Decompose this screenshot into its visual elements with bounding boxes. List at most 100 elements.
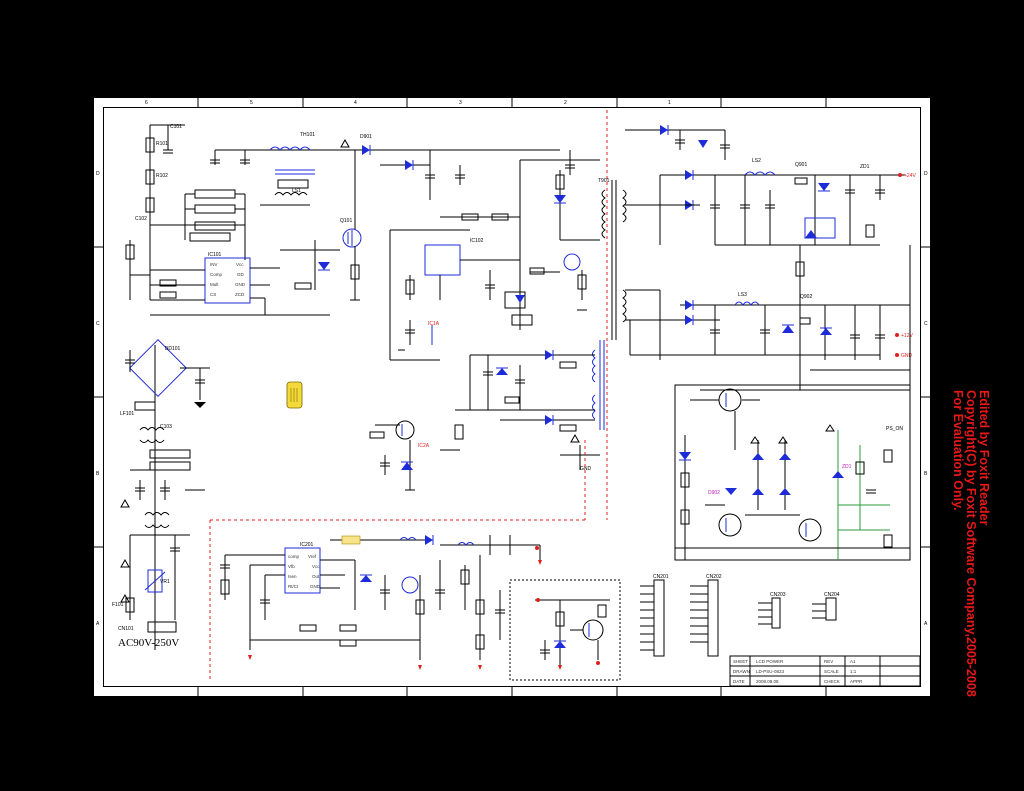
label-out12: +12V bbox=[901, 333, 913, 339]
svg-text:CS: CS bbox=[210, 292, 216, 297]
svg-text:Isen: Isen bbox=[288, 574, 297, 579]
svg-text:Rt/Ct: Rt/Ct bbox=[288, 584, 299, 589]
label-d101: D901 bbox=[360, 134, 372, 140]
ruler-row-2: C bbox=[96, 321, 100, 327]
pwm-controller-block: IC102 IC1A bbox=[389, 150, 600, 361]
tb-r2c1: DRAWN bbox=[733, 669, 750, 674]
label-gnd: GND bbox=[580, 466, 592, 472]
pfc-rail: TH101 D901 LS1 Q101 bbox=[210, 132, 560, 301]
label-out24: +24V bbox=[904, 173, 916, 179]
label-bd101: BD101 bbox=[165, 346, 181, 352]
label-zd1-top: ZD1 bbox=[860, 164, 870, 170]
watermark-line3: For Evaluation Only. bbox=[951, 390, 965, 511]
primary-control-block: C101 R101 R102 IC101 INV Vcc Comp GD Mult G… bbox=[125, 124, 330, 316]
ruler-row-1: D bbox=[96, 171, 100, 177]
ruler-col-2: 5 bbox=[250, 100, 253, 106]
svg-text:Mult: Mult bbox=[210, 282, 219, 287]
label-ic1a: IC1A bbox=[428, 321, 440, 327]
label-cn203: CN203 bbox=[770, 592, 786, 598]
label-q902: Q902 bbox=[800, 294, 812, 300]
standby-ic-block: IC201 comp Vref Vfb Vcc Isen Out Rt/Ct GND bbox=[209, 440, 586, 680]
label-c101: C101 bbox=[170, 124, 182, 130]
ruler-row-4: A bbox=[96, 621, 100, 627]
main-transformer: T901 bbox=[592, 110, 627, 520]
ruler-col-1: 6 bbox=[145, 100, 148, 106]
label-d902: D902 bbox=[708, 490, 720, 496]
label-th101: TH101 bbox=[300, 132, 315, 138]
tb-r2c2: LD-PSU-0823 bbox=[756, 669, 785, 674]
label-cn201: CN201 bbox=[653, 574, 669, 580]
tb-r3c2: 2008.08.08 bbox=[756, 679, 779, 684]
label-t901: T901 bbox=[598, 178, 610, 184]
ruler-col-3: 4 bbox=[354, 100, 357, 106]
foxit-watermark: Edited by Foxit Reader Copyright(C) by F… bbox=[951, 390, 991, 697]
label-ps-on: PS_ON bbox=[886, 426, 903, 432]
ruler-col-5: 2 bbox=[564, 100, 567, 106]
output-24v: LS2 +24V Q901 bbox=[625, 125, 916, 390]
title-block: SHEET LCD POWER REV A1 DRAWN LD-PSU-0823… bbox=[729, 655, 921, 687]
tb-r1c3: REV bbox=[824, 659, 833, 664]
ruler-row-3: B bbox=[96, 471, 100, 477]
protection-block: D902 ZD1 PS_ON bbox=[674, 384, 911, 561]
label-lf101: LF101 bbox=[120, 411, 134, 417]
tb-r3c4: APPR bbox=[850, 679, 863, 684]
tb-r1c1: SHEET bbox=[733, 659, 748, 664]
label-u102: IC102 bbox=[470, 238, 484, 244]
label-ic2a: IC2A bbox=[418, 443, 430, 449]
label-r101: R101 bbox=[156, 141, 168, 147]
tb-r2c3: SCALE bbox=[824, 669, 839, 674]
svg-text:INV: INV bbox=[210, 262, 218, 267]
watermark-line1: Edited by Foxit Reader bbox=[977, 390, 991, 526]
svg-text:Vfb: Vfb bbox=[288, 564, 295, 569]
note-icon bbox=[286, 381, 303, 409]
label-ic201: IC201 bbox=[300, 542, 314, 548]
label-r102: R102 bbox=[156, 173, 168, 179]
label-cn204: CN204 bbox=[824, 592, 840, 598]
ruler-col-4: 3 bbox=[459, 100, 462, 106]
label-f101: F101 bbox=[112, 602, 124, 608]
tb-r1c2: LCD POWER bbox=[756, 659, 784, 664]
tb-r3c1: DATE bbox=[733, 679, 745, 684]
svg-text:Vcc: Vcc bbox=[312, 564, 320, 569]
label-ls3: LS3 bbox=[738, 292, 747, 298]
tb-r3c3: CHECK bbox=[824, 679, 840, 684]
label-out-gnd: GND bbox=[901, 353, 913, 359]
inset-circuit bbox=[509, 579, 621, 681]
ruler-col-6: 1 bbox=[668, 100, 671, 106]
frame-ruler: 6 5 4 3 2 1 D C B A D C B A bbox=[93, 97, 931, 697]
svg-text:Comp: Comp bbox=[210, 272, 223, 277]
svg-text:comp: comp bbox=[288, 554, 300, 559]
svg-text:GND: GND bbox=[310, 584, 321, 589]
ruler-row-1-right: D bbox=[924, 171, 928, 177]
label-zd1: ZD1 bbox=[842, 464, 852, 470]
label-cn202: CN202 bbox=[706, 574, 722, 580]
label-cn101: CN101 bbox=[118, 626, 134, 632]
label-u101: IC101 bbox=[208, 252, 222, 258]
ac-input-label: AC90V-250V bbox=[118, 637, 179, 649]
ruler-row-4-right: A bbox=[924, 621, 928, 627]
output-12v: LS3 +12V GND Q902 bbox=[625, 245, 913, 391]
label-c102: C102 bbox=[135, 216, 147, 222]
label-c103: C103 bbox=[160, 424, 172, 430]
svg-text:Out: Out bbox=[312, 574, 320, 579]
connector-block: CN201 CN202 CN203 CN204 bbox=[640, 574, 840, 657]
ruler-row-2-right: C bbox=[924, 321, 928, 327]
label-ls2: LS2 bbox=[752, 158, 761, 164]
standby-section: IC2A GND bbox=[369, 350, 600, 491]
svg-text:ZCD: ZCD bbox=[235, 292, 245, 297]
label-q101: Q101 bbox=[340, 218, 352, 224]
svg-text:GND: GND bbox=[235, 282, 246, 287]
watermark-line2: Copyright(C) by Foxit Software Company,2… bbox=[964, 390, 978, 697]
component-labels: C102 C103 ZD1 bbox=[135, 164, 870, 430]
input-filter: BD101 LF101 VR1 F101 CN1 bbox=[112, 138, 580, 650]
svg-text:GD: GD bbox=[237, 272, 245, 277]
svg-text:Vref: Vref bbox=[308, 554, 317, 559]
label-q901: Q901 bbox=[795, 162, 807, 168]
label-ls1: LS1 bbox=[292, 188, 301, 194]
label-vr1: VR1 bbox=[160, 579, 170, 585]
tb-r2c4: 1:1 bbox=[850, 669, 857, 674]
tb-r1c4: A1 bbox=[850, 659, 856, 664]
ruler-row-3-right: B bbox=[924, 471, 928, 477]
svg-text:Vcc: Vcc bbox=[236, 262, 244, 267]
